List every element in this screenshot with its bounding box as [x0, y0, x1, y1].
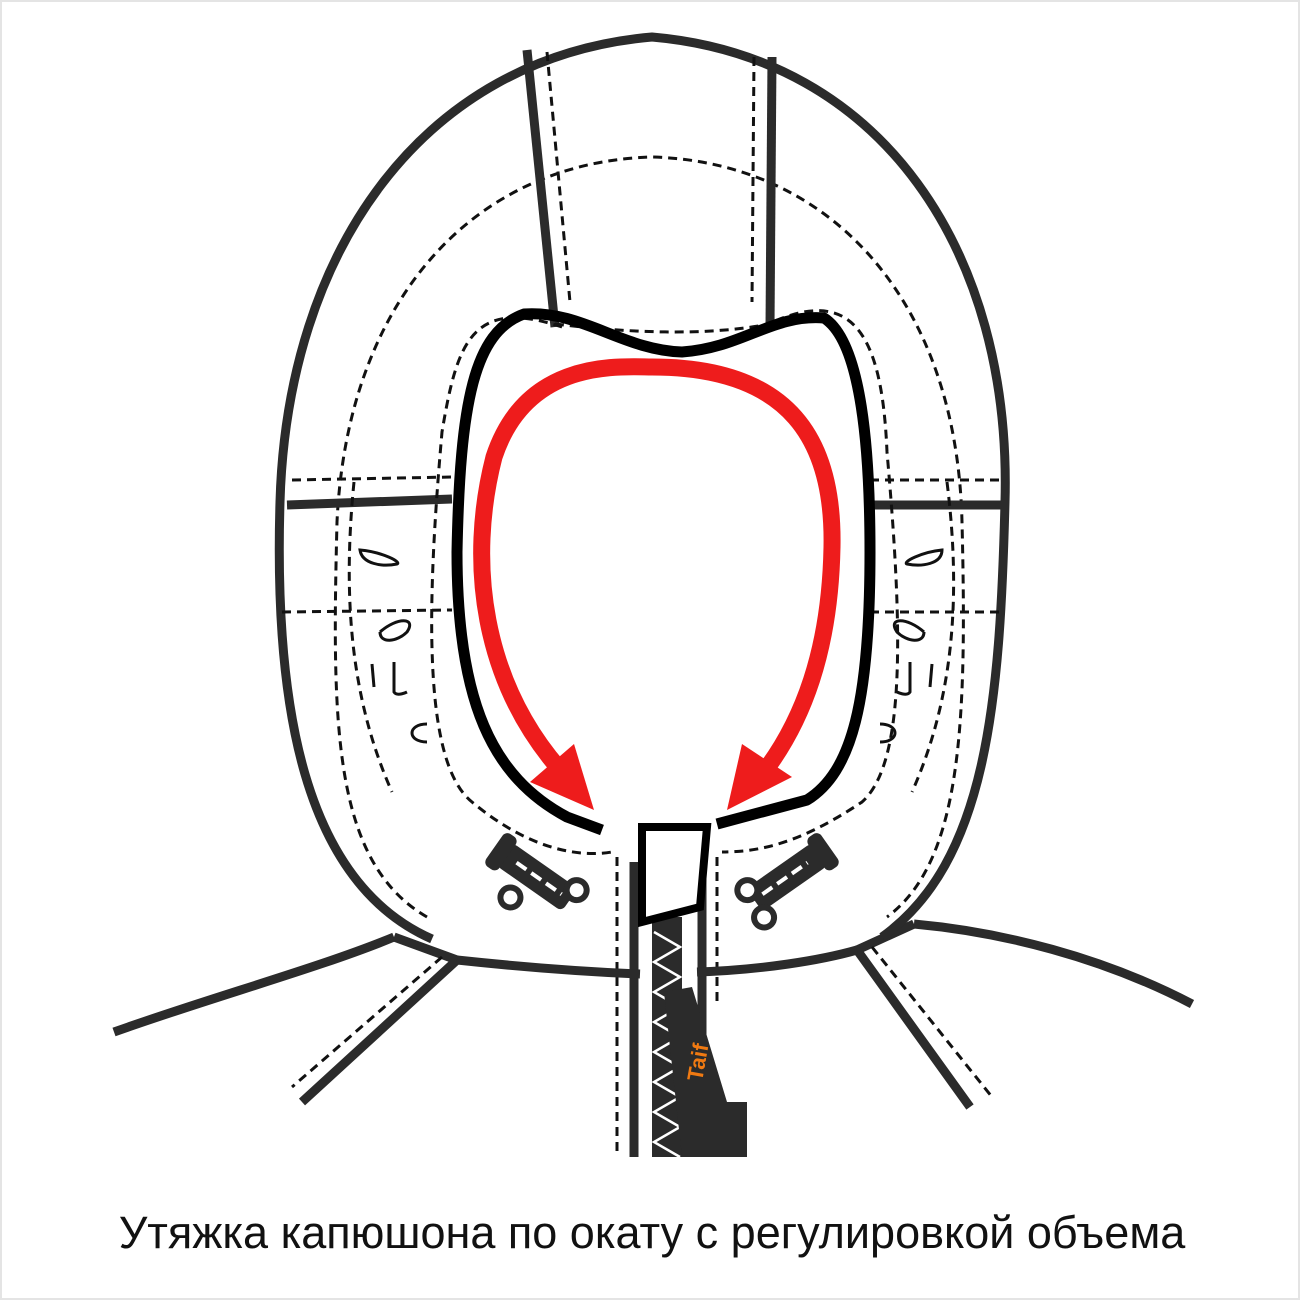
- right-neck-seam: [696, 945, 859, 977]
- hood-outline: [274, 32, 1010, 944]
- center-panel-right: [765, 56, 777, 328]
- left-shoulder-line: [112, 932, 396, 1037]
- adjustment-arrow-icon: [473, 358, 841, 778]
- zipper-pull-tab: [638, 823, 712, 928]
- left-cord-stopper-icon: [485, 833, 590, 911]
- right-cord-stopper-icon: [734, 833, 839, 931]
- zipper-slider: [664, 987, 747, 1157]
- left-neck-seam: [456, 955, 641, 979]
- left-collar-stitch: [291, 955, 443, 1089]
- face-opening-outline: [451, 308, 876, 836]
- right-collar-stitch: [870, 946, 994, 1098]
- right-shoulder-line: [913, 919, 1195, 1008]
- left-arrowhead: [530, 744, 594, 810]
- left-band: [286, 494, 453, 510]
- right-arrowhead: [727, 744, 792, 810]
- zipper-teeth-pattern: [651, 930, 683, 1159]
- hood-inner-stitch: [333, 155, 965, 919]
- caption: Утяжка капюшона по окату с регулировкой …: [118, 1207, 1186, 1258]
- center-panel-left: [522, 49, 560, 328]
